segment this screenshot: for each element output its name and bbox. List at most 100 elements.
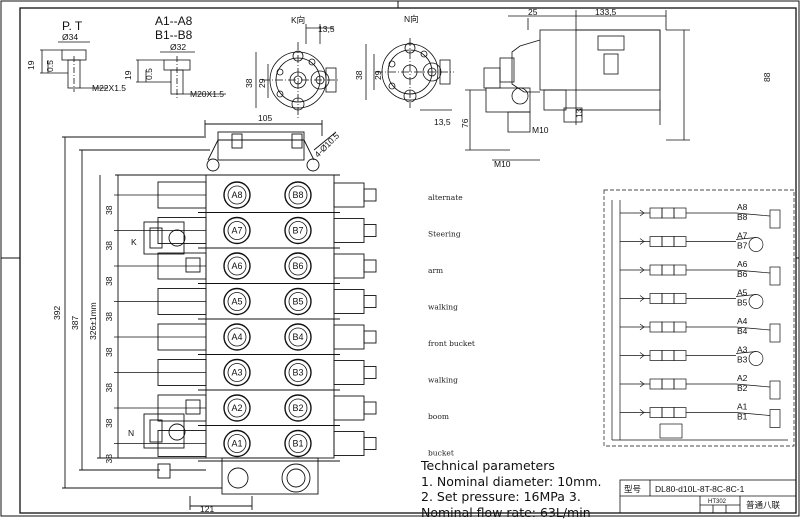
ab-thread: M20X1.5 <box>190 89 224 99</box>
title-block-name: 普通八联 <box>746 500 781 510</box>
side-dim-88: 88 <box>762 72 772 82</box>
side-thread-m10a: M10 <box>532 125 549 135</box>
pitch-38: 38 <box>104 383 114 393</box>
pitch-38: 38 <box>104 276 114 286</box>
side-view <box>465 10 690 160</box>
main-dim-105: 105 <box>258 113 272 123</box>
mount-hole-spec: 4-Ø10.5 <box>312 130 341 159</box>
port-a-label: A7 <box>231 226 242 236</box>
spool-cap-right <box>334 183 364 207</box>
side-dim-1335: 133,5 <box>595 7 617 17</box>
title-block-code: HT302 <box>708 499 727 505</box>
ab-height-05: 0.5 <box>144 68 154 80</box>
schematic-port-label: A4 <box>737 316 748 326</box>
k-view <box>256 24 340 118</box>
pt-height-19: 19 <box>26 60 36 70</box>
title-block-model-label: 型号 <box>624 484 641 494</box>
schematic-port-label: A2 <box>737 373 748 383</box>
spool-cap-right <box>334 219 364 243</box>
port-b-label: B4 <box>292 332 303 342</box>
ab-diameter: Ø32 <box>170 42 186 52</box>
function-label: front bucket <box>428 339 475 348</box>
pt-title: P. T <box>62 19 83 33</box>
fitting-k-label: K <box>131 237 137 247</box>
title-block-model: DL80-d10L-8T-8C-8C-1 <box>655 484 745 494</box>
tech-title: Technical parameters <box>421 458 621 474</box>
pt-diameter: Ø34 <box>62 32 78 42</box>
schematic-port-label: B2 <box>737 383 748 393</box>
schematic-port-label: A6 <box>737 259 748 269</box>
k-view-dim-38: 38 <box>244 78 254 88</box>
technical-parameters: Technical parameters 1. Nominal diameter… <box>421 458 621 520</box>
schematic-port-label: B4 <box>737 326 748 336</box>
n-view-dim-38: 38 <box>354 70 364 80</box>
port-a-label: A6 <box>231 261 242 271</box>
tech-line-1: 1. Nominal diameter: 10mm. <box>421 474 621 490</box>
function-label: bucket <box>428 449 454 458</box>
spool-cap-right <box>334 432 364 456</box>
function-label: Steering <box>428 230 461 239</box>
port-a-label: A5 <box>231 297 242 307</box>
main-dim-392: 392 <box>52 306 62 320</box>
port-b-label: B7 <box>292 226 303 236</box>
pt-thread: M22X1.5 <box>92 83 126 93</box>
side-thread-m10b: M10 <box>494 159 511 169</box>
port-b-label: B6 <box>292 261 303 271</box>
port-b-label: B2 <box>292 403 303 413</box>
n-view-dim-29: 29 <box>373 70 383 80</box>
k-view-title: K向 <box>291 15 305 25</box>
fitting-n-label: N <box>128 428 134 438</box>
schematic-port-label: B7 <box>737 241 748 251</box>
port-b-label: B3 <box>292 368 303 378</box>
main-dim-387: 387 <box>70 316 80 330</box>
port-a-label: A4 <box>231 332 242 342</box>
pitch-38: 38 <box>104 454 114 464</box>
main-dim-326: 326±1mm <box>88 302 98 340</box>
port-b-label: B5 <box>292 297 303 307</box>
ab-title-a: A1--A8 <box>155 14 193 28</box>
schematic-port-label: B5 <box>737 298 748 308</box>
schematic-port-label: B3 <box>737 355 748 365</box>
tech-line-2: 2. Set pressure: 16MPa 3. <box>421 489 621 505</box>
function-label: arm <box>428 266 443 275</box>
function-label: walking <box>428 303 458 312</box>
pitch-38: 38 <box>104 205 114 215</box>
port-a-label: A3 <box>231 368 242 378</box>
port-a-label: A1 <box>231 439 242 449</box>
k-view-dim-135: 13,5 <box>318 24 335 34</box>
hydraulic-schematic <box>604 190 794 446</box>
pt-height-05: 0.5 <box>45 60 55 72</box>
n-view-dim-135: 13,5 <box>434 117 451 127</box>
schematic-port-label: A5 <box>737 288 748 298</box>
schematic-port-label: A3 <box>737 345 748 355</box>
port-a-label: A8 <box>231 190 242 200</box>
side-dim-76: 76 <box>460 118 470 128</box>
function-label: walking <box>428 376 458 385</box>
ab-title-b: B1--B8 <box>155 28 193 42</box>
spool-cap-right <box>334 361 364 385</box>
schematic-port-label: A1 <box>737 402 748 412</box>
schematic-port-label: A7 <box>737 231 748 241</box>
main-dim-121: 121 <box>200 504 214 514</box>
pitch-38: 38 <box>104 347 114 357</box>
k-view-dim-29: 29 <box>257 78 267 88</box>
port-b-label: B8 <box>292 190 303 200</box>
tech-line-3: Nominal flow rate: 63L/min <box>421 505 621 520</box>
side-dim-25: 25 <box>528 7 538 17</box>
spool-cap-right <box>334 325 364 349</box>
spool-cap-right <box>334 396 364 420</box>
pitch-38: 38 <box>104 241 114 251</box>
function-label: alternate <box>428 193 463 202</box>
pitch-38: 38 <box>104 418 114 428</box>
schematic-port-label: B6 <box>737 269 748 279</box>
ab-height-19: 19 <box>123 70 133 80</box>
port-a-label: A2 <box>231 403 242 413</box>
spool-cap-right <box>334 290 364 314</box>
schematic-port-label: B8 <box>737 212 748 222</box>
spool-cap-right <box>334 254 364 278</box>
schematic-port-label: A8 <box>737 202 748 212</box>
schematic-port-label: B1 <box>737 412 748 422</box>
pitch-38: 38 <box>104 312 114 322</box>
function-label: boom <box>428 412 449 421</box>
